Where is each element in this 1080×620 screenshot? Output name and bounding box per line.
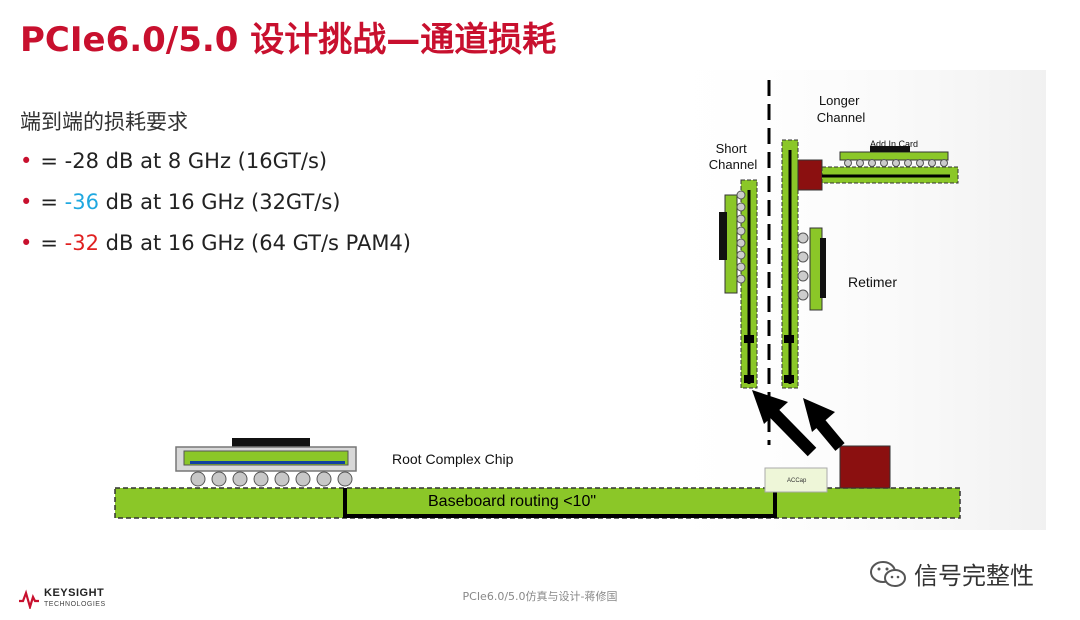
add-in-card (821, 146, 959, 184)
loss-requirement-heading: 端到端的损耗要求 (20, 110, 188, 134)
baseboard-routing-label: Baseboard routing <10" (428, 493, 596, 510)
longer-channel-card (781, 139, 826, 389)
page-title: PCIe6.0/5.0 设计挑战—通道损耗 (20, 20, 557, 60)
wechat-icon (870, 560, 906, 587)
short-channel-label-line1: Short (716, 141, 747, 156)
logo-line1: KEYSIGHT (44, 587, 105, 599)
logo-line2: TECHNOLOGIES (44, 601, 106, 608)
bullet-prefix: = (40, 149, 65, 173)
longer-channel-label-line1: Longer (819, 93, 860, 108)
loss-requirement-list: • = -28 dB at 8 GHz (16GT/s) • = -36 dB at… (20, 146, 411, 269)
loss-value-8ghz: -28 (64, 149, 99, 173)
bullet-item-2: • = -36 dB at 16 GHz (32GT/s) (20, 187, 411, 228)
loss-value-16ghz-64gt: -32 (64, 231, 99, 255)
baseboard-trace (343, 488, 777, 518)
short-channel-label-line2: Channel (709, 157, 758, 172)
chip-die (232, 438, 310, 448)
bullet-dot: • (20, 149, 33, 173)
signal-arrows (752, 390, 845, 457)
add-in-card-die (870, 146, 910, 152)
bullet-item-3: • = -32 dB at 16 GHz (64 GT/s PAM4) (20, 228, 411, 269)
baseboard-connector (839, 445, 891, 489)
bullet-prefix: = (40, 231, 65, 255)
wechat-account-name: 信号完整性 (914, 562, 1034, 590)
bullet-dot: • (20, 190, 33, 214)
bullet-suffix: dB at 8 GHz (16GT/s) (98, 149, 328, 173)
keysight-wave-icon (19, 589, 39, 609)
retimer-label: Retimer (848, 274, 897, 290)
chip-solder-balls (190, 471, 353, 487)
short-channel-label: Short Channel (709, 141, 758, 172)
longer-channel-label: Longer Channel (817, 93, 866, 125)
bullet-dot: • (20, 231, 33, 255)
root-complex-chip (175, 438, 357, 487)
keysight-logo: KEYSIGHT TECHNOLOGIES (18, 588, 106, 610)
bullet-suffix: dB at 16 GHz (32GT/s) (98, 190, 341, 214)
baseboard (114, 487, 961, 519)
bullet-suffix: dB at 16 GHz (64 GT/s PAM4) (98, 231, 412, 255)
riser-connector (797, 159, 823, 191)
short-channel-card (719, 179, 758, 389)
root-complex-chip-label: Root Complex Chip (392, 451, 514, 467)
retimer-die (820, 238, 826, 298)
loss-value-16ghz-32gt: -36 (64, 190, 99, 214)
chip-pads (190, 461, 345, 464)
add-in-card-device (839, 151, 949, 161)
wechat-watermark: 信号完整性 (868, 556, 1034, 591)
ac-cap-label: ACCap (787, 478, 807, 484)
longer-channel-label-line2: Channel (817, 110, 866, 125)
bullet-prefix: = (40, 190, 65, 214)
ac-cap (764, 467, 828, 493)
short-channel-die (719, 212, 727, 260)
add-in-card-label: Add In Card (870, 139, 918, 149)
bullet-item-1: • = -28 dB at 8 GHz (16GT/s) (20, 146, 411, 187)
footer-caption: PCIe6.0/5.0仿真与设计-蒋修国 (462, 590, 618, 603)
